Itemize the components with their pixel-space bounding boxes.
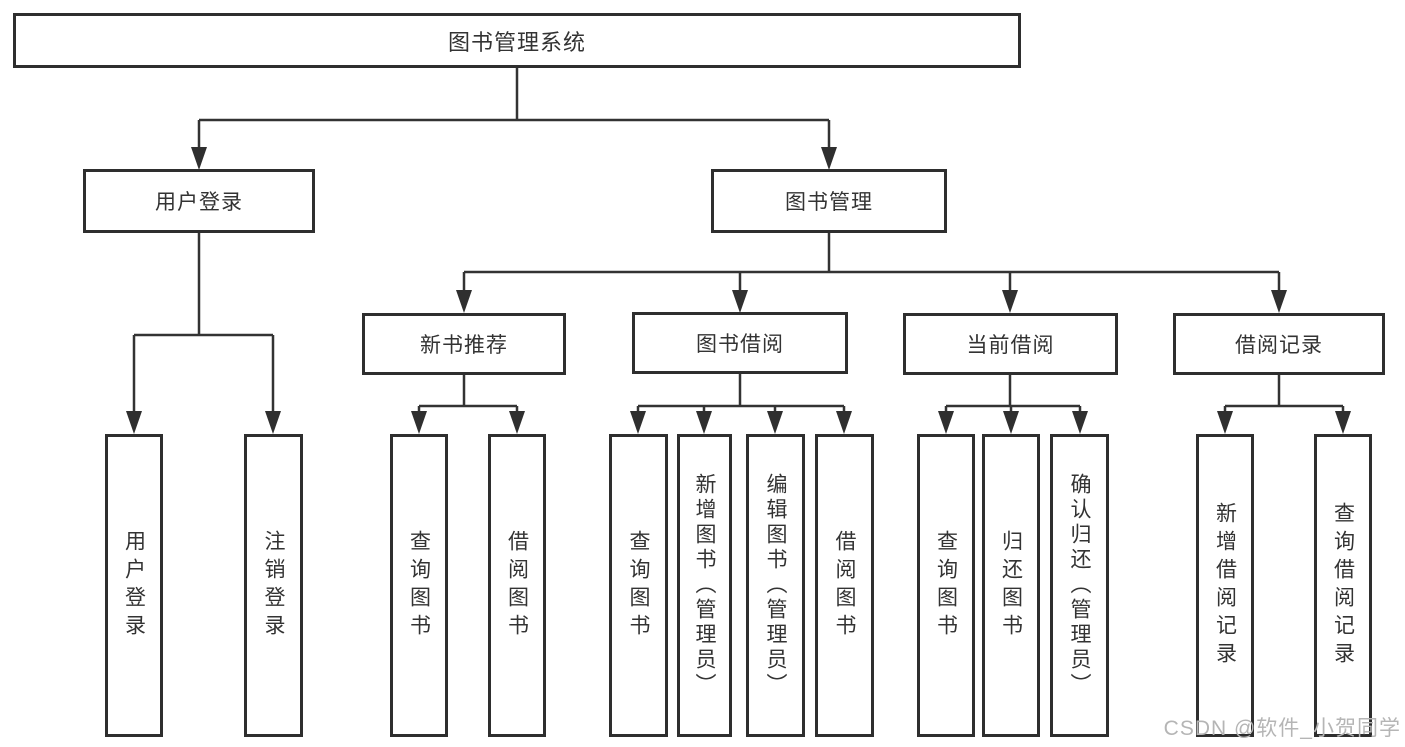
leaf-edit-books-admin: 编辑图书（管理员）	[746, 434, 805, 737]
leaf-label: 归还图书	[999, 529, 1023, 642]
node-current-borrow: 当前借阅	[903, 313, 1118, 375]
leaf-label: 新增借阅记录	[1213, 501, 1237, 670]
leaf-borrow-books: 借阅图书	[815, 434, 874, 737]
connector-bookborrow-to-leaves	[636, 374, 846, 414]
leaf-user-login: 用户登录	[105, 434, 163, 737]
csdn-watermark: CSDN @软件_小贺同学	[1163, 717, 1401, 740]
node-borrow-records: 借阅记录	[1173, 313, 1385, 375]
node-user-login: 用户登录	[83, 169, 315, 233]
leaf-label: 用户登录	[122, 529, 146, 642]
connector-records-to-leaves	[1223, 375, 1345, 414]
leaf-label: 新增图书（管理员）	[693, 473, 716, 698]
connector-root-to-level2	[197, 68, 831, 150]
node-book-management: 图书管理	[711, 169, 947, 233]
leaf-label: 查询借阅记录	[1331, 501, 1355, 670]
connector-currentborrow-to-leaves	[944, 375, 1082, 414]
leaf-query-books-recommend: 查询图书	[390, 434, 448, 737]
leaf-query-books-borrow: 查询图书	[609, 434, 668, 737]
leaf-label: 注销登录	[262, 529, 285, 642]
connector-userlogin-to-leaves	[132, 233, 275, 414]
leaf-label: 查询图书	[407, 529, 431, 642]
node-root: 图书管理系统	[13, 13, 1021, 68]
leaf-query-books-current: 查询图书	[917, 434, 975, 737]
leaf-confirm-return-admin: 确认归还（管理员）	[1050, 434, 1109, 737]
leaf-logout: 注销登录	[244, 434, 303, 737]
node-book-borrow: 图书借阅	[632, 312, 848, 374]
leaf-label: 借阅图书	[505, 529, 529, 642]
leaf-label: 编辑图书（管理员）	[764, 473, 787, 698]
leaf-borrow-books-recommend: 借阅图书	[488, 434, 546, 737]
node-new-book-recommend: 新书推荐	[362, 313, 566, 375]
connector-bookmgmt-to-level3	[462, 233, 1281, 294]
leaf-add-borrow-record: 新增借阅记录	[1196, 434, 1254, 737]
connector-newbook-to-leaves	[417, 375, 519, 414]
leaf-label: 查询图书	[934, 529, 958, 642]
leaf-label: 借阅图书	[833, 529, 856, 642]
leaf-add-books-admin: 新增图书（管理员）	[677, 434, 732, 737]
leaf-return-books: 归还图书	[982, 434, 1040, 737]
leaf-query-borrow-record: 查询借阅记录	[1314, 434, 1372, 737]
leaf-label: 查询图书	[627, 529, 650, 642]
leaf-label: 确认归还（管理员）	[1068, 473, 1091, 698]
